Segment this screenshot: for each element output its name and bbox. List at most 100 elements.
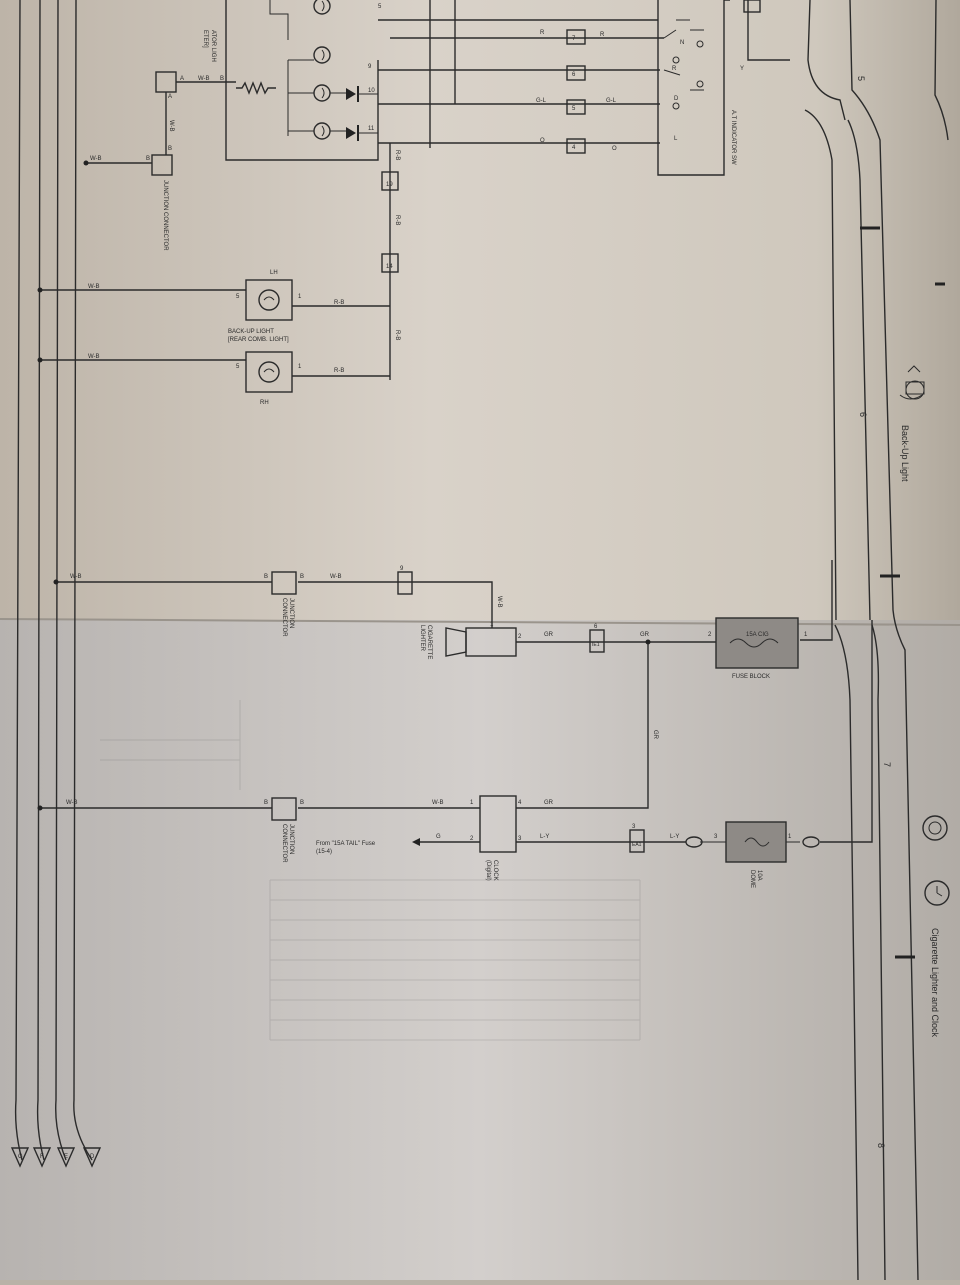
section-title-backup-light: Back-Up Light xyxy=(900,425,910,482)
svg-text:A: A xyxy=(168,94,172,100)
svg-text:EA1: EA1 xyxy=(632,842,642,848)
connector-5: 5 xyxy=(566,99,586,115)
fuse-15a-cig: 15A CIG 2 1 xyxy=(708,617,808,669)
connector xyxy=(743,0,761,13)
svg-text:3: 3 xyxy=(518,836,522,842)
svg-text:15A CIG: 15A CIG xyxy=(746,632,769,638)
ground-label: G xyxy=(18,1154,23,1160)
svg-text:LH: LH xyxy=(270,270,278,276)
wire-label: W-B xyxy=(66,800,78,806)
junction-connector-lighter: B B JUNCTION CONNECTOR xyxy=(264,571,304,637)
ground-label: D xyxy=(90,1154,95,1160)
junction-connector-top: A A W-B B W-B B W-B B JUNCTION CONNECTOR xyxy=(86,71,236,251)
svg-text:1: 1 xyxy=(804,632,808,638)
backup-light-caption: BACK-UP LIGHT xyxy=(228,329,274,335)
svg-text:RH: RH xyxy=(260,400,269,406)
svg-text:5: 5 xyxy=(236,294,240,300)
svg-text:W-B: W-B xyxy=(168,120,174,132)
wire-label: GR xyxy=(652,730,658,740)
wire-label: W-B xyxy=(432,800,444,806)
svg-text:B: B xyxy=(264,574,268,580)
wire-label: W-B xyxy=(88,354,100,360)
wire-label: O xyxy=(540,138,545,144)
fuse-10a-dome: 1 3 10A DOME xyxy=(714,821,792,888)
svg-text:JUNCTION: JUNCTION xyxy=(288,598,294,628)
svg-text:5: 5 xyxy=(236,364,240,370)
wire-label: L-Y xyxy=(540,834,549,840)
wire xyxy=(40,289,390,377)
backup-light-icon xyxy=(899,365,925,400)
svg-text:10A: 10A xyxy=(756,870,762,881)
wire-label: W-B xyxy=(496,596,502,608)
wire-label: R-B xyxy=(334,300,344,306)
svg-text:7: 7 xyxy=(572,36,576,42)
clock-digital: 4 3 1 2 CLOCK (Digital) xyxy=(470,795,522,881)
junction-connector-clock: B B JUNCTION CONNECTOR xyxy=(264,797,304,863)
svg-text:W-B: W-B xyxy=(198,76,210,82)
svg-text:2: 2 xyxy=(518,634,522,640)
indicator-light-label: ATOR LIGH xyxy=(210,30,216,62)
wire-label: G-L xyxy=(536,98,547,104)
connector-ea1: 3 EA1 xyxy=(629,824,645,853)
svg-text:D: D xyxy=(674,96,679,102)
show-through xyxy=(100,700,641,1041)
svg-text:5: 5 xyxy=(572,106,576,112)
wire-label: R-B xyxy=(394,150,400,160)
wire-gr xyxy=(516,642,649,809)
backup-light-caption: [REAR COMB. LIGHT] xyxy=(228,337,289,343)
pin-label: 9 xyxy=(368,64,372,70)
connector-6: 6 xyxy=(566,65,586,81)
svg-text:DOME: DOME xyxy=(749,870,755,888)
page-fold xyxy=(0,618,960,626)
svg-text:1: 1 xyxy=(470,800,474,806)
svg-text:L: L xyxy=(674,136,678,142)
svg-text:14: 14 xyxy=(386,264,393,270)
svg-text:4: 4 xyxy=(518,800,522,806)
lower-page xyxy=(0,620,960,1280)
wire-label: W-B xyxy=(330,574,342,580)
svg-text:(Digital): (Digital) xyxy=(485,860,491,881)
wire-label: Y xyxy=(740,66,744,72)
svg-text:2: 2 xyxy=(470,836,474,842)
wire-label: R-B xyxy=(394,215,400,225)
border-line xyxy=(847,119,871,621)
svg-text:IE1: IE1 xyxy=(592,642,600,648)
wire-label: GR xyxy=(544,632,554,638)
backup-lamp-rh: RH 5 1 xyxy=(236,351,302,406)
wire xyxy=(724,0,790,61)
svg-text:B: B xyxy=(300,800,304,806)
connector-14: 14 xyxy=(381,253,399,273)
svg-text:CLOCK: CLOCK xyxy=(492,860,498,881)
wire-label: R-B xyxy=(394,330,400,340)
svg-text:JUNCTION: JUNCTION xyxy=(288,824,294,854)
wire-label: R xyxy=(600,32,605,38)
ground-bus xyxy=(14,0,93,1161)
pin-label: 11 xyxy=(368,126,375,132)
wire-label: W-B xyxy=(70,574,82,580)
svg-text:CONNECTOR: CONNECTOR xyxy=(281,824,287,863)
connector-19: 19 xyxy=(381,171,399,191)
svg-text:3: 3 xyxy=(632,824,636,830)
wire-label: W-B xyxy=(88,284,100,290)
svg-text:6: 6 xyxy=(594,624,598,630)
wire-wb xyxy=(298,581,493,628)
border-line xyxy=(849,0,919,1281)
at-indicator-switch: N R D L A.T INDICATOR SW xyxy=(657,0,736,176)
svg-text:9: 9 xyxy=(400,566,404,572)
svg-text:B: B xyxy=(300,574,304,580)
resistor xyxy=(236,81,276,95)
ground-label: F xyxy=(40,1154,44,1160)
indicator-light-block xyxy=(225,0,379,161)
svg-text:W-B: W-B xyxy=(90,156,102,162)
column-number: 8 xyxy=(876,1143,886,1148)
svg-text:B: B xyxy=(264,800,268,806)
svg-text:19: 19 xyxy=(386,182,393,188)
svg-text:B: B xyxy=(220,76,224,82)
clock-icon xyxy=(924,880,950,906)
wire-label: G-L xyxy=(606,98,617,104)
wire-label: G xyxy=(436,834,441,840)
svg-text:1: 1 xyxy=(298,364,302,370)
svg-text:A: A xyxy=(180,76,184,82)
svg-text:B: B xyxy=(168,146,172,152)
